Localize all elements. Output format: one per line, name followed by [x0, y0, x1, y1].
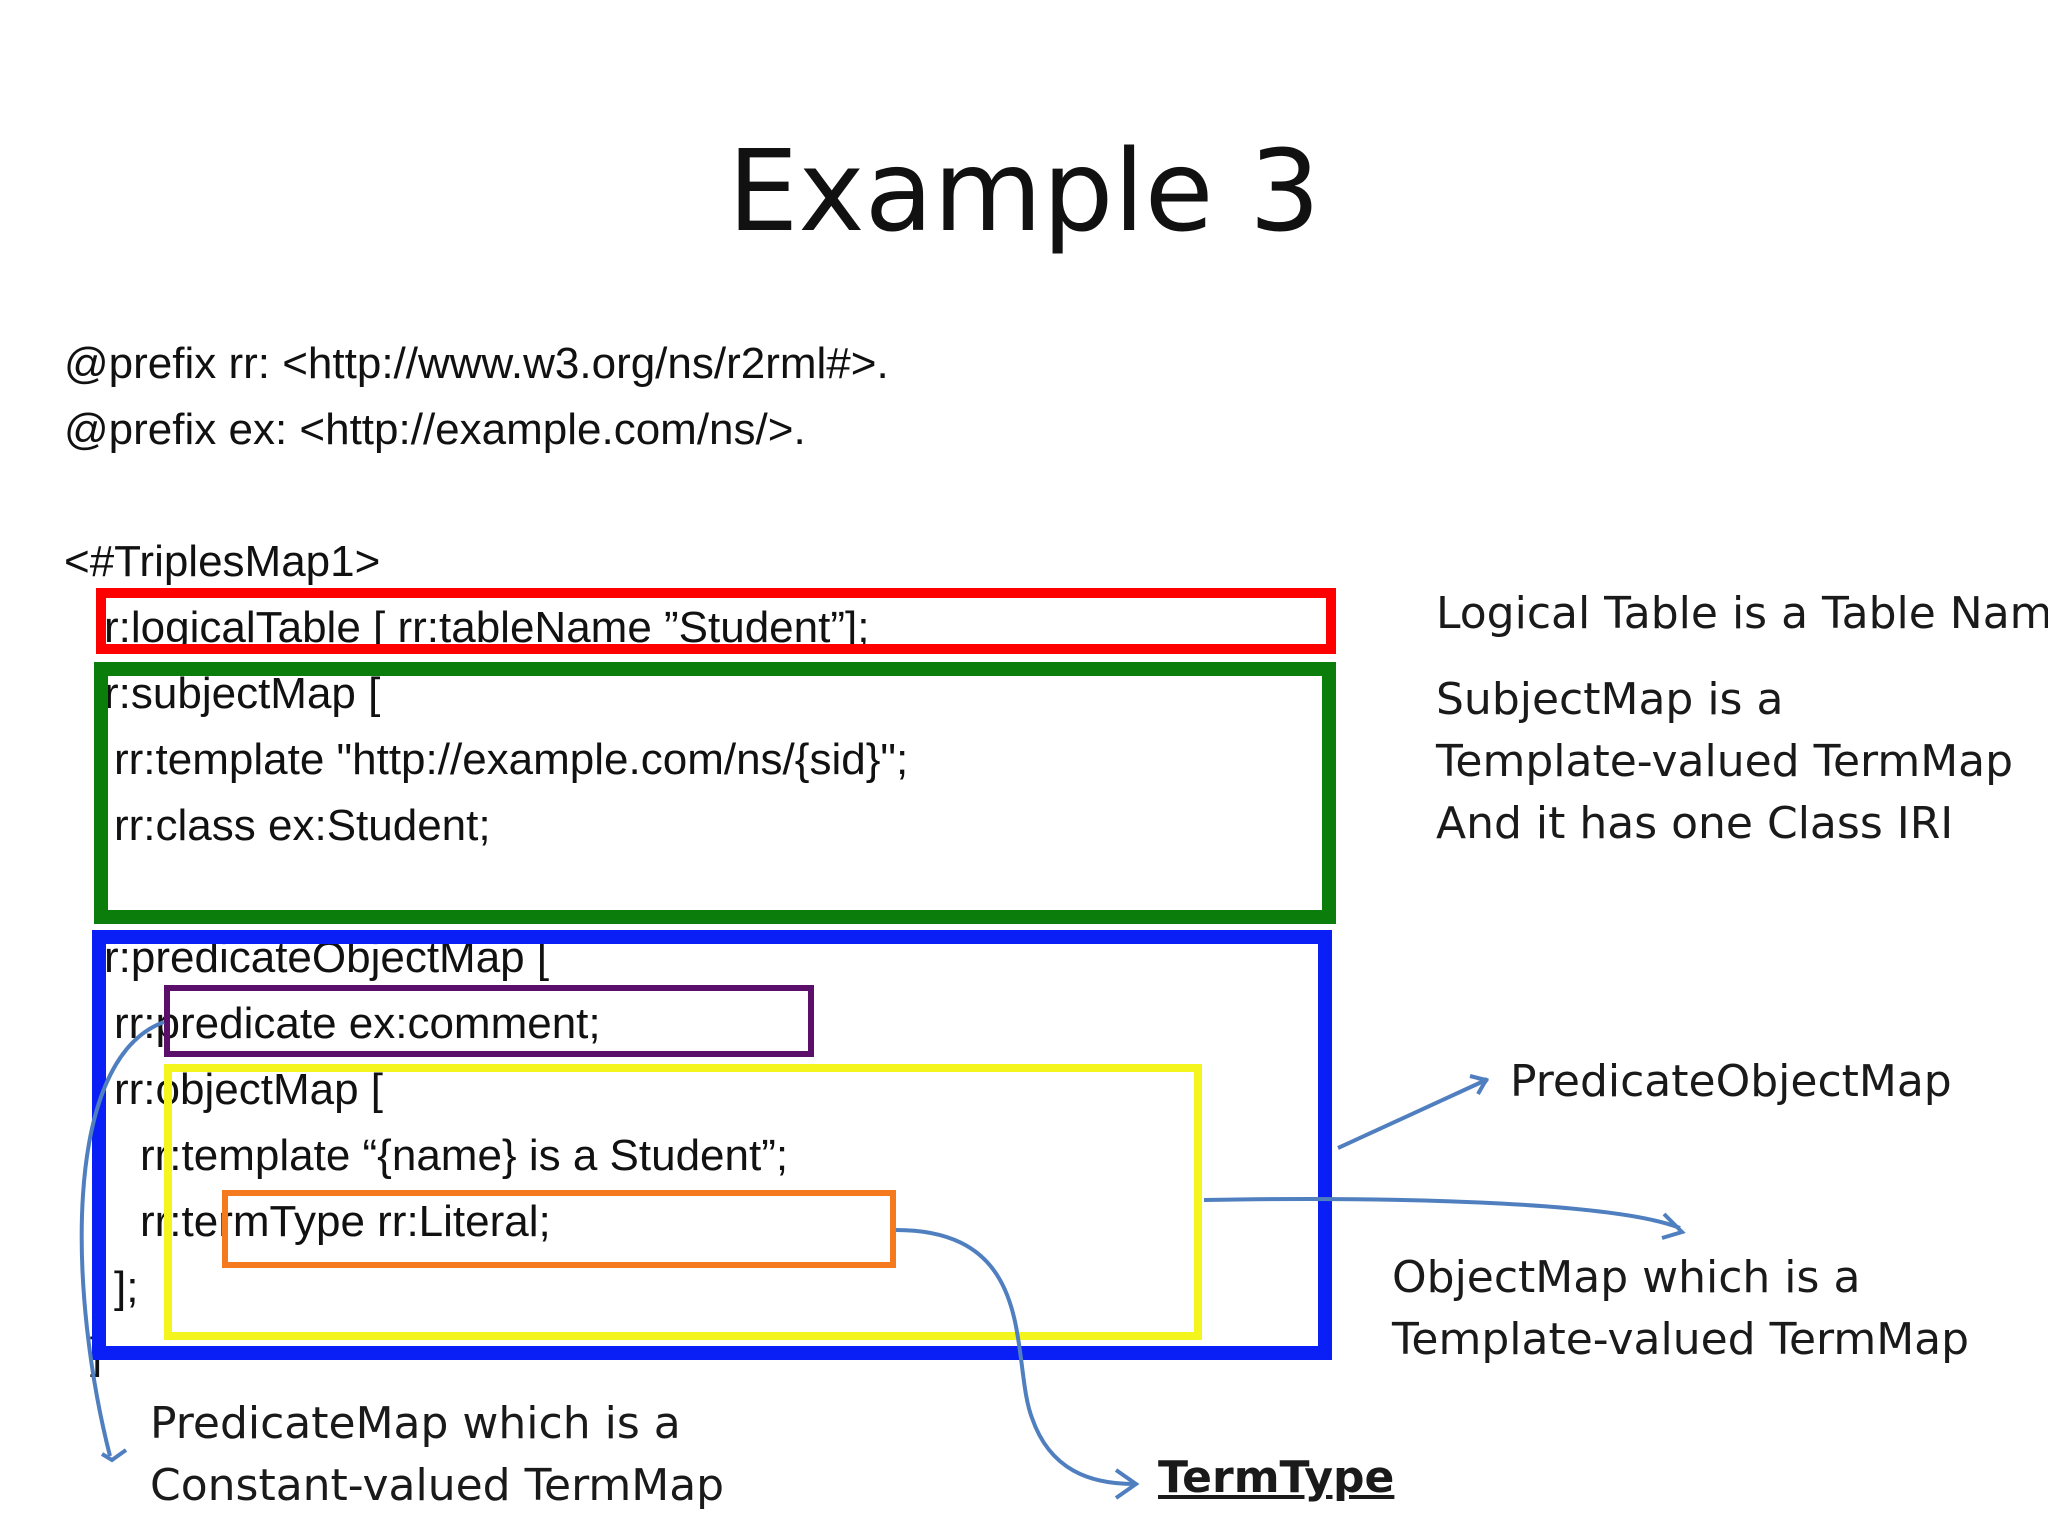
note-object-map-line1: ObjectMap which is a	[1392, 1252, 1861, 1303]
code-class: rr:class ex:Student;	[114, 801, 491, 850]
code-prefix-rr: @prefix rr: <http://www.w3.org/ns/r2rml#…	[64, 339, 889, 388]
code-logical-table: r:logicalTable [ rr:tableName ”Student”]…	[104, 603, 870, 652]
note-predicate-object-map: PredicateObjectMap	[1510, 1056, 1952, 1107]
term-type-box	[222, 1190, 896, 1268]
note-subject-map-line3: And it has one Class IRI	[1436, 798, 1954, 849]
code-object-map: rr:objectMap [	[114, 1065, 383, 1114]
code-prefix-ex: @prefix ex: <http://example.com/ns/>.	[64, 405, 806, 454]
code-object-close: ];	[114, 1263, 139, 1312]
subject-map-box	[94, 662, 1336, 924]
note-subject-map-line1: SubjectMap is a	[1436, 674, 1784, 725]
code-template: rr:template "http://example.com/ns/{sid}…	[114, 735, 909, 784]
predicate-box	[164, 985, 814, 1057]
code-term-type: rr:termType rr:Literal;	[140, 1197, 551, 1246]
logical-table-box	[96, 588, 1336, 654]
code-triples-map: <#TriplesMap1>	[64, 537, 381, 586]
note-object-map-line2: Template-valued TermMap	[1392, 1314, 1970, 1365]
note-term-type: TermType	[1158, 1452, 1395, 1503]
note-subject-map-line2: Template-valued TermMap	[1436, 736, 2014, 787]
note-logical-table: Logical Table is a Table Name	[1436, 588, 2048, 639]
code-object-template: rr:template “{name} is a Student”;	[140, 1131, 789, 1180]
note-predicate-map-line2: Constant-valued TermMap	[150, 1460, 725, 1511]
slide-title: Example 3	[727, 127, 1321, 257]
code-subject-map: r:subjectMap [	[104, 669, 381, 718]
arrow-to-predicate-map	[79, 1020, 165, 1457]
object-map-box	[164, 1064, 1202, 1340]
predicate-object-map-box	[92, 930, 1332, 1360]
arrow-to-term-type	[895, 1228, 1135, 1486]
note-predicate-map-line1: PredicateMap which is a	[150, 1398, 681, 1449]
arrow-to-predicate-object-map	[1337, 1080, 1486, 1150]
arrow-to-object-map	[1203, 1197, 1681, 1230]
code-predicate: rr:predicate ex:comment;	[114, 999, 601, 1048]
